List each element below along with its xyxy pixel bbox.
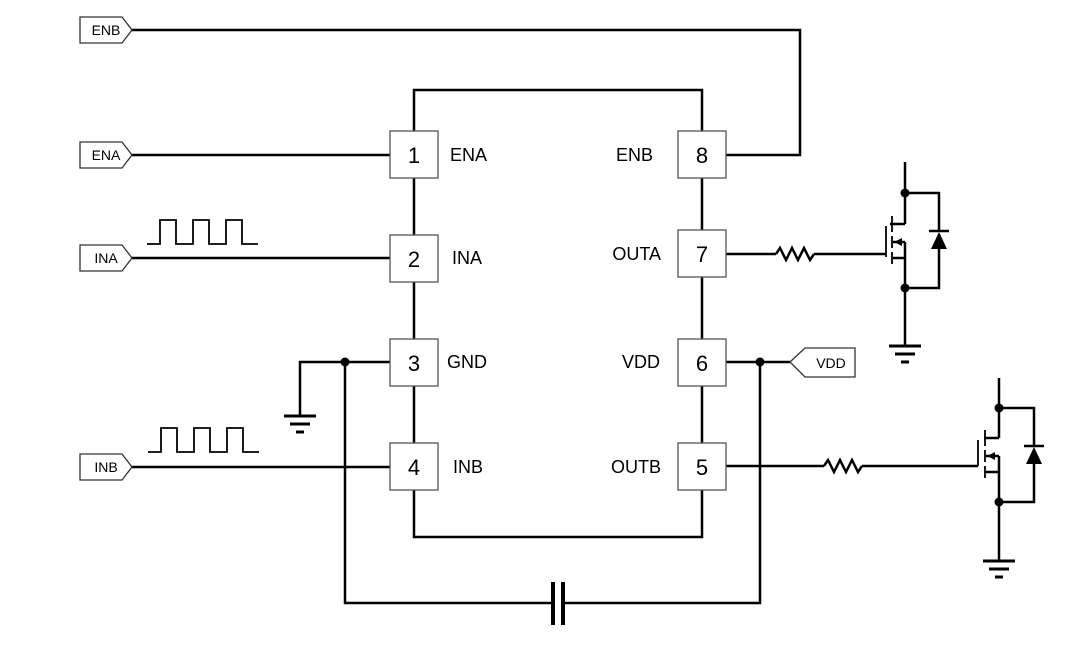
pin-1: 1 ENA bbox=[389, 130, 487, 179]
pin-8: 8 ENB bbox=[616, 130, 727, 179]
pin-5-label: OUTB bbox=[611, 457, 661, 477]
pin-1-number: 1 bbox=[408, 143, 420, 168]
pin-2: 2 INA bbox=[389, 234, 482, 283]
cap-left-wire bbox=[343, 362, 552, 605]
port-ena-label: ENA bbox=[92, 147, 121, 163]
pin-2-label: INA bbox=[452, 248, 482, 268]
pin-3-label: GND bbox=[447, 352, 487, 372]
port-ina-label: INA bbox=[94, 250, 118, 266]
port-enb-label: ENB bbox=[92, 22, 121, 38]
mosfet-a bbox=[885, 162, 910, 345]
pin-4-number: 4 bbox=[408, 455, 420, 480]
gnd-net-wire bbox=[298, 360, 414, 415]
port-ena: ENA bbox=[79, 141, 133, 169]
junction-gnd bbox=[340, 357, 350, 367]
bypass-capacitor bbox=[551, 582, 565, 625]
pin-5-number: 5 bbox=[696, 455, 708, 480]
pin-3-number: 3 bbox=[408, 351, 420, 376]
port-enb: ENB bbox=[79, 16, 133, 44]
pin-7-label: OUTA bbox=[612, 244, 661, 264]
diode-a bbox=[905, 191, 949, 290]
pin-8-label: ENB bbox=[616, 145, 653, 165]
ground-symbol-a bbox=[889, 344, 921, 364]
pin-2-number: 2 bbox=[408, 247, 420, 272]
pin-4: 4 INB bbox=[389, 442, 483, 491]
ground-symbol-b bbox=[983, 559, 1015, 579]
port-vdd-label: VDD bbox=[816, 355, 846, 371]
ground-symbol-gnd bbox=[284, 414, 316, 434]
pin-3: 3 GND bbox=[389, 338, 487, 387]
pin-7: 7 OUTA bbox=[612, 229, 727, 278]
mosfet-b bbox=[977, 378, 1004, 560]
resistor-outa bbox=[774, 245, 816, 263]
pulse-waveform-inb bbox=[148, 427, 259, 453]
resistor-outb bbox=[822, 457, 864, 475]
junction-vdd bbox=[755, 357, 765, 367]
port-inb: INB bbox=[79, 453, 133, 481]
pin-6-number: 6 bbox=[696, 351, 708, 376]
pin-6-label: VDD bbox=[622, 352, 660, 372]
enb-net-wire bbox=[132, 28, 802, 157]
pin-7-number: 7 bbox=[696, 242, 708, 267]
pin-5: 5 OUTB bbox=[611, 442, 727, 491]
diode-b bbox=[999, 406, 1044, 504]
pin-1-label: ENA bbox=[450, 145, 487, 165]
port-inb-label: INB bbox=[94, 459, 117, 475]
ic-body bbox=[412, 88, 704, 539]
pin-6: 6 VDD bbox=[622, 338, 727, 387]
port-vdd: VDD bbox=[789, 347, 856, 378]
pin-8-number: 8 bbox=[696, 143, 708, 168]
cap-right-wire bbox=[564, 362, 762, 605]
port-ina: INA bbox=[79, 244, 133, 272]
pulse-waveform-ina bbox=[147, 219, 258, 245]
pin-4-label: INB bbox=[453, 457, 483, 477]
